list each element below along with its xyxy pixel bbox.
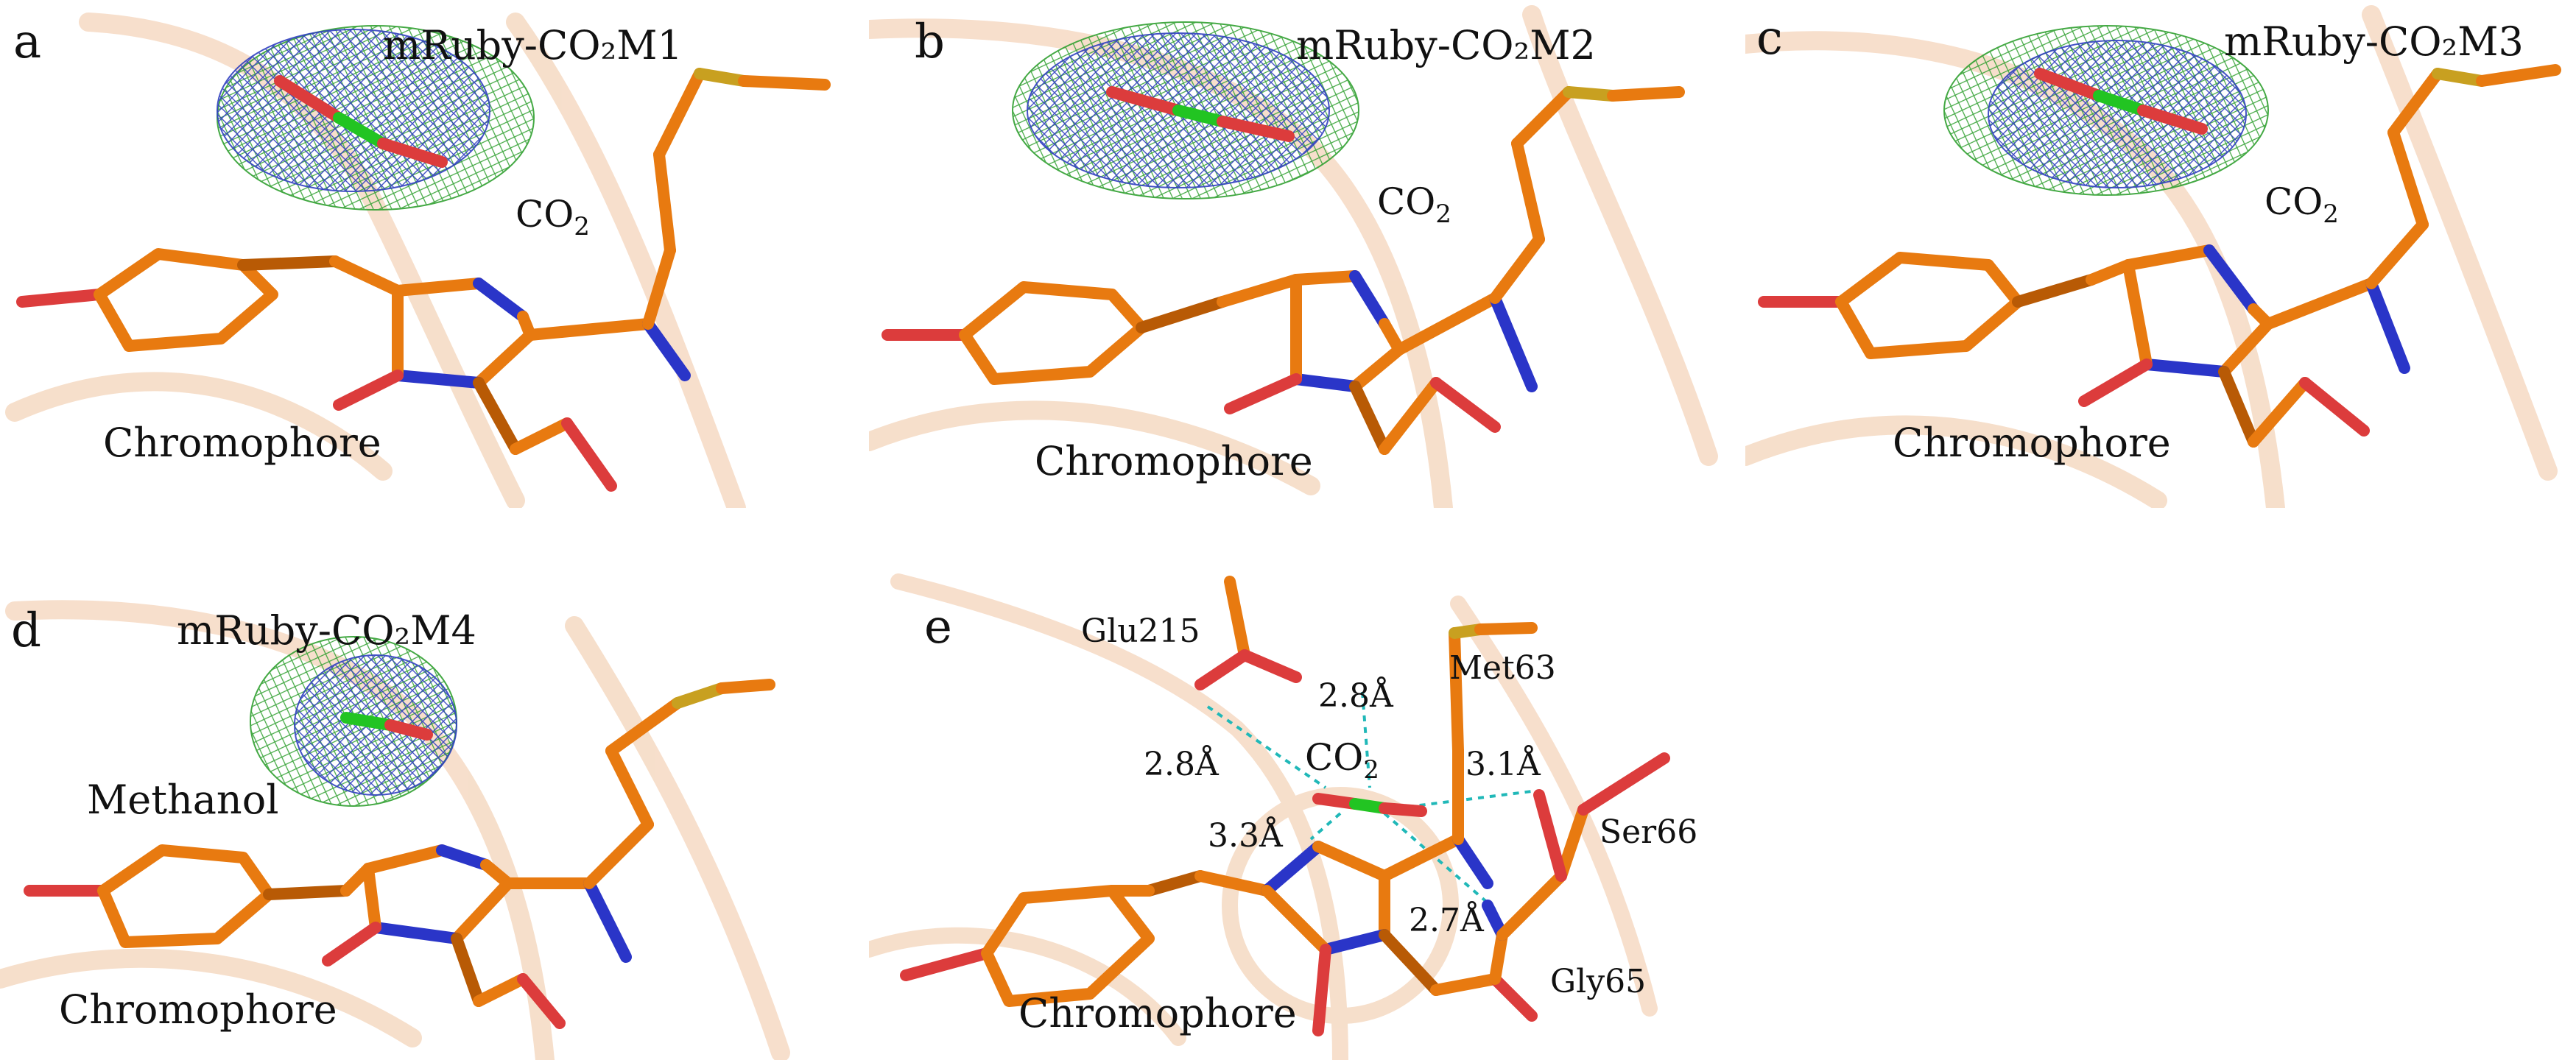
methanol-label: Methanol	[87, 777, 279, 823]
chromophore-sticks	[881, 86, 1685, 455]
distance-glu215-b: 2.8Å	[1318, 677, 1393, 715]
chromophore-label: Chromophore	[59, 986, 337, 1033]
panel-c: c mRuby-CO₂M3 CO2 Chromophore	[1745, 0, 2576, 508]
variant-title: mRuby-CO₂M2	[1296, 22, 1596, 68]
residue-gly65: Gly65	[1550, 963, 1647, 1000]
panel-letter: d	[11, 604, 41, 658]
chromophore-label: Chromophore	[103, 420, 381, 466]
co2-label: CO2	[515, 193, 590, 241]
panel-letter: e	[924, 600, 952, 654]
chromophore-sticks	[1758, 64, 2561, 448]
distance-glu215-a: 2.8Å	[1144, 746, 1219, 783]
density-mesh	[217, 25, 535, 211]
distance-chromophore-n: 3.3Å	[1208, 817, 1283, 855]
distance-gly65: 2.7Å	[1409, 902, 1484, 939]
residue-glu215: Glu215	[1081, 612, 1200, 650]
hbond-glu215-a	[1206, 705, 1327, 789]
co2-ligand	[274, 75, 448, 168]
panel-letter: c	[1756, 11, 1783, 66]
chromophore-label: Chromophore	[1018, 990, 1297, 1036]
panel-e: e Glu215 Met63 Ser66 Gly65 CO2 2.8Å 2.8Å…	[869, 567, 1731, 1060]
residue-met63: Met63	[1449, 649, 1556, 687]
co2-ligand	[1106, 86, 1295, 142]
panel-letter: b	[915, 15, 945, 69]
co2-ligand	[2034, 68, 2208, 135]
chromophore-sticks	[900, 622, 1538, 1036]
ser66-gly65-sticks	[1482, 752, 1670, 985]
variant-title: mRuby-CO₂M4	[177, 607, 476, 654]
chromophore-sticks	[16, 68, 831, 492]
glu215-sticks	[1194, 576, 1302, 690]
hbond-glu215-b	[1361, 691, 1371, 788]
panel-letter: a	[13, 15, 42, 69]
panel-d: d mRuby-CO₂M4 Methanol Chromophore	[0, 567, 862, 1060]
methanol-ligand	[340, 712, 433, 741]
variant-title: mRuby-CO₂M3	[2224, 18, 2524, 65]
co2-label: CO2	[2264, 180, 2339, 229]
co2-label: CO2	[1377, 180, 1451, 229]
chromophore-sticks	[24, 679, 775, 1029]
chromophore-label: Chromophore	[1035, 438, 1313, 484]
variant-title: mRuby-CO₂M1	[383, 22, 683, 68]
panel-a: a mRuby-CO₂M1 CO2 Chromophore	[0, 0, 862, 508]
residue-ser66: Ser66	[1600, 813, 1698, 851]
panel-e-structure	[869, 573, 1670, 1060]
protein-cartoon	[869, 573, 1658, 1060]
chromophore-label: Chromophore	[1893, 420, 2171, 466]
panel-a-structure	[5, 13, 831, 508]
hbond-chromophore-n	[1309, 812, 1342, 841]
distance-ser66: 3.1Å	[1465, 746, 1541, 783]
panel-b: b mRuby-CO₂M2 CO2 Chromophore	[869, 0, 1731, 508]
density-mesh	[1943, 25, 2269, 196]
hbond-gly65	[1383, 812, 1496, 911]
panel-b-structure	[869, 5, 1718, 508]
panel-c-structure	[1745, 5, 2561, 508]
co2-ligand	[1312, 793, 1427, 817]
co2-label: CO2	[1305, 736, 1379, 785]
panel-d-structure	[0, 600, 790, 1060]
